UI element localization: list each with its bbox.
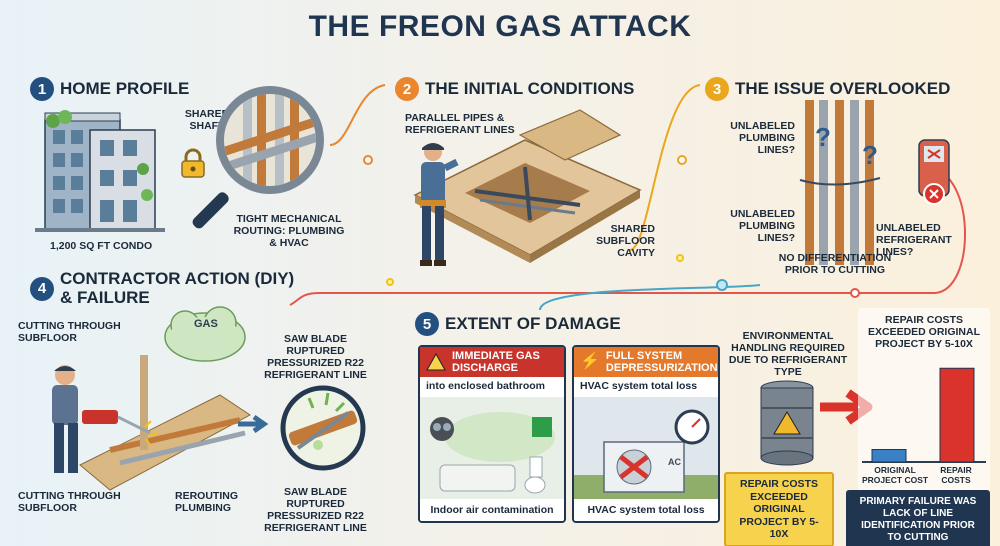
- x-tick-label: REPAIR COSTS: [940, 465, 972, 485]
- condo-building-illustration: [35, 110, 165, 232]
- step-3-header: 3 THE ISSUE OVERLOOKED: [705, 77, 950, 101]
- gas-discharge-title: IMMEDIATE GAS DISCHARGE: [452, 349, 540, 374]
- depressurization-subtitle: HVAC system total loss: [580, 380, 698, 392]
- worker-figure: [420, 143, 459, 266]
- cutting-subfloor-label-2: CUTTING THROUGH SUBFLOOR: [18, 490, 121, 515]
- step-3-title: THE ISSUE OVERLOOKED: [735, 78, 951, 98]
- no-differentiation-label: NO DIFFERENTIATION PRIOR TO CUTTING: [778, 252, 892, 277]
- step-5-title: EXTENT OF DAMAGE: [445, 313, 621, 333]
- hvac-unit-illustration: [574, 397, 718, 507]
- magnifier-pipes-icon: [192, 86, 324, 229]
- ac-unit-label: AC: [668, 457, 681, 467]
- bathroom-gas-illustration: [420, 397, 564, 507]
- gas-cloud-icon: [164, 306, 246, 362]
- repair-costs-top-label: REPAIR COSTS EXCEEDED ORIGINAL PROJECT B…: [867, 314, 980, 351]
- condo-size-label: 1,200 SQ FT CONDO: [50, 240, 153, 252]
- shared-cavity-label: SHARED SUBFLOOR CAVITY: [596, 223, 655, 260]
- cutting-subfloor-label-1: CUTTING THROUGH SUBFLOOR: [18, 320, 121, 345]
- unlabeled-pipes-illustration: [799, 100, 881, 265]
- step-1-badge: 1: [30, 77, 54, 101]
- step-2-title: THE INITIAL CONDITIONS: [425, 78, 635, 98]
- primary-failure-box: PRIMARY FAILURE WAS LACK OF LINE IDENTIF…: [846, 490, 990, 546]
- page-title: THE FREON GAS ATTACK: [308, 10, 692, 43]
- hazard-barrel-icon: [760, 380, 814, 466]
- saw-cutting-illustration: [52, 355, 251, 491]
- gas-discharge-panel-header: IMMEDIATE GAS DISCHARGE: [420, 347, 564, 377]
- lightning-icon: ⚡: [580, 353, 600, 371]
- gas-discharge-footer: Indoor air contamination: [420, 499, 564, 521]
- cost-comparison-chart: REPAIR COSTS EXCEEDED ORIGINAL PROJECT B…: [846, 308, 990, 546]
- step-2-badge: 2: [395, 77, 419, 101]
- bar-0: [871, 449, 907, 463]
- tight-routing-label: TIGHT MECHANICAL ROUTING: PLUMBING & HVA…: [233, 213, 345, 250]
- saw-ruptured-label-1: SAW BLADE RUPTURED PRESSURIZED R22 REFRI…: [264, 333, 367, 382]
- step-4-title: CONTRACTOR ACTION (DIY) & FAILURE: [60, 269, 295, 307]
- question-mark-icon: ?: [815, 122, 831, 152]
- depressurization-title: FULL SYSTEM DEPRESSURIZATION: [605, 349, 718, 374]
- gas-cloud-label: GAS: [194, 318, 218, 330]
- depressurization-panel-header: ⚡ FULL SYSTEM DEPRESSURIZATION: [574, 347, 718, 377]
- step-5-header: 5 EXTENT OF DAMAGE: [415, 312, 621, 336]
- step-2-header: 2 THE INITIAL CONDITIONS: [395, 77, 634, 101]
- unlabeled-plumbing-label-2: UNLABELED PLUMBING LINES?: [730, 208, 795, 245]
- saw-ruptured-label-2: SAW BLADE RUPTURED PRESSURIZED R22 REFRI…: [264, 486, 367, 535]
- step-5-badge: 5: [415, 312, 439, 336]
- question-mark-icon: ?: [862, 140, 878, 170]
- depressurization-panel: ⚡ FULL SYSTEM DEPRESSURIZATION HVAC syst…: [572, 345, 720, 523]
- gas-discharge-panel: IMMEDIATE GAS DISCHARGE into enclosed ba…: [418, 345, 566, 523]
- bar-1: [939, 367, 975, 463]
- shared-shaft-label: SHARED SHAFT: [184, 108, 230, 133]
- parallel-pipes-label: PARALLEL PIPES & REFRIGERANT LINES: [405, 112, 515, 137]
- environmental-handling-label: ENVIRONMENTAL HANDLING REQUIRED DUE TO R…: [728, 330, 848, 379]
- repair-costs-yellow-box: REPAIR COSTS EXCEEDED ORIGINAL PROJECT B…: [724, 472, 834, 546]
- step-4-badge: 4: [30, 276, 54, 301]
- step-4-header: 4 CONTRACTOR ACTION (DIY) & FAILURE: [30, 269, 300, 307]
- step-3-badge: 3: [705, 77, 729, 101]
- padlock-icon: [181, 148, 205, 178]
- step-1-header: 1 HOME PROFILE: [30, 77, 189, 101]
- unlabeled-plumbing-label-1: UNLABELED PLUMBING LINES?: [730, 120, 795, 157]
- warning-gas-icon: [426, 352, 446, 371]
- depressurization-footer: HVAC system total loss: [574, 499, 718, 521]
- x-tick-label: ORIGINAL PROJECT COST: [861, 465, 929, 485]
- cost-bar-chart: [862, 367, 986, 463]
- rerouting-label: REROUTING PLUMBING: [175, 490, 238, 515]
- unlabeled-refrigerant-label: UNLABELED REFRIGERANT LINES?: [876, 222, 952, 259]
- arrow-right-icon: [238, 414, 269, 434]
- gas-discharge-subtitle: into enclosed bathroom: [426, 380, 546, 392]
- step-1-title: HOME PROFILE: [60, 78, 190, 98]
- line-detector-icon: [918, 139, 950, 205]
- ruptured-pipe-magnifier-icon: [280, 385, 366, 471]
